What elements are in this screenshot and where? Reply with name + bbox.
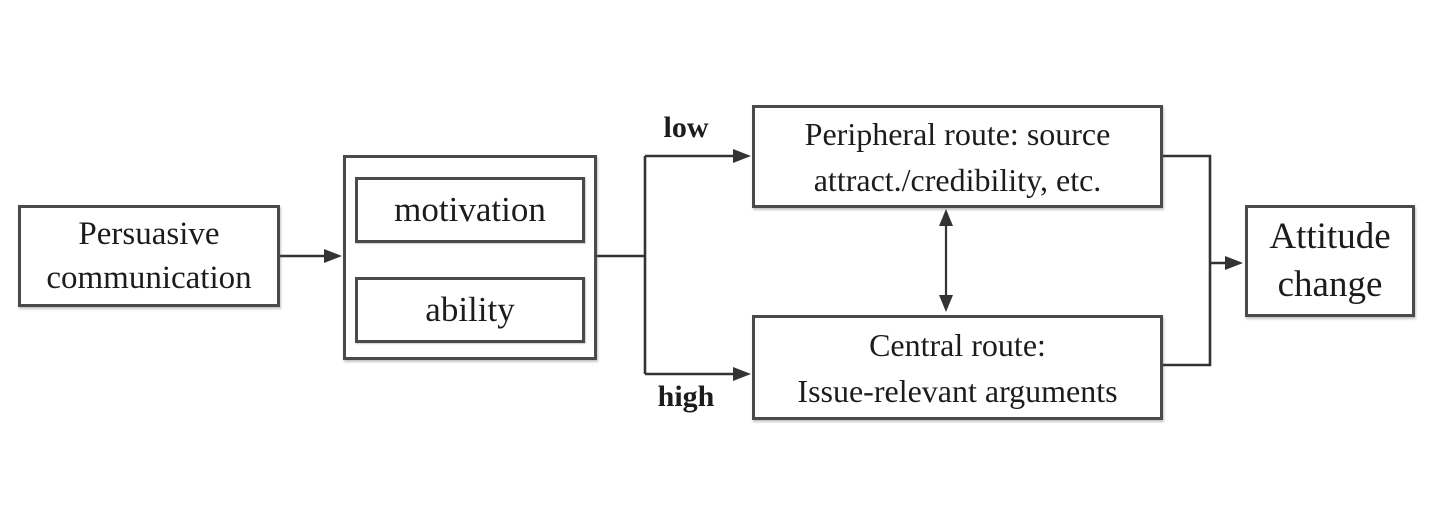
node-motivation-label: motivation xyxy=(394,190,546,229)
edge-label-high: high xyxy=(657,380,715,413)
node-attitude-change: Attitude change xyxy=(1245,205,1415,317)
node-ability-label: ability xyxy=(425,290,515,329)
node-peripheral-route: Peripheral route: source attract./credib… xyxy=(752,105,1163,208)
node-central-route-label: Central route: Issue-relevant arguments xyxy=(797,326,1118,409)
connector-routes-merge-to-attitude xyxy=(1163,154,1243,367)
node-persuasive-communication: Persuasive communication xyxy=(18,205,280,307)
node-central-route: Central route: Issue-relevant arguments xyxy=(752,315,1163,420)
node-persuasive-communication-label: Persuasive communication xyxy=(46,216,252,296)
edge-label-low: low xyxy=(663,111,709,144)
node-ability: ability xyxy=(355,277,585,343)
connector-factors-branch xyxy=(597,156,647,374)
node-motivation: motivation xyxy=(355,177,585,243)
connector-persuasive-to-factors xyxy=(280,249,342,263)
node-attitude-change-label: Attitude change xyxy=(1269,216,1391,305)
node-peripheral-route-label: Peripheral route: source attract./credib… xyxy=(804,115,1111,198)
connector-branch-low-to-peripheral xyxy=(645,149,751,163)
connector-peripheral-central-double-arrow xyxy=(939,209,953,312)
node-elaboration-factors: motivation ability xyxy=(343,155,597,360)
